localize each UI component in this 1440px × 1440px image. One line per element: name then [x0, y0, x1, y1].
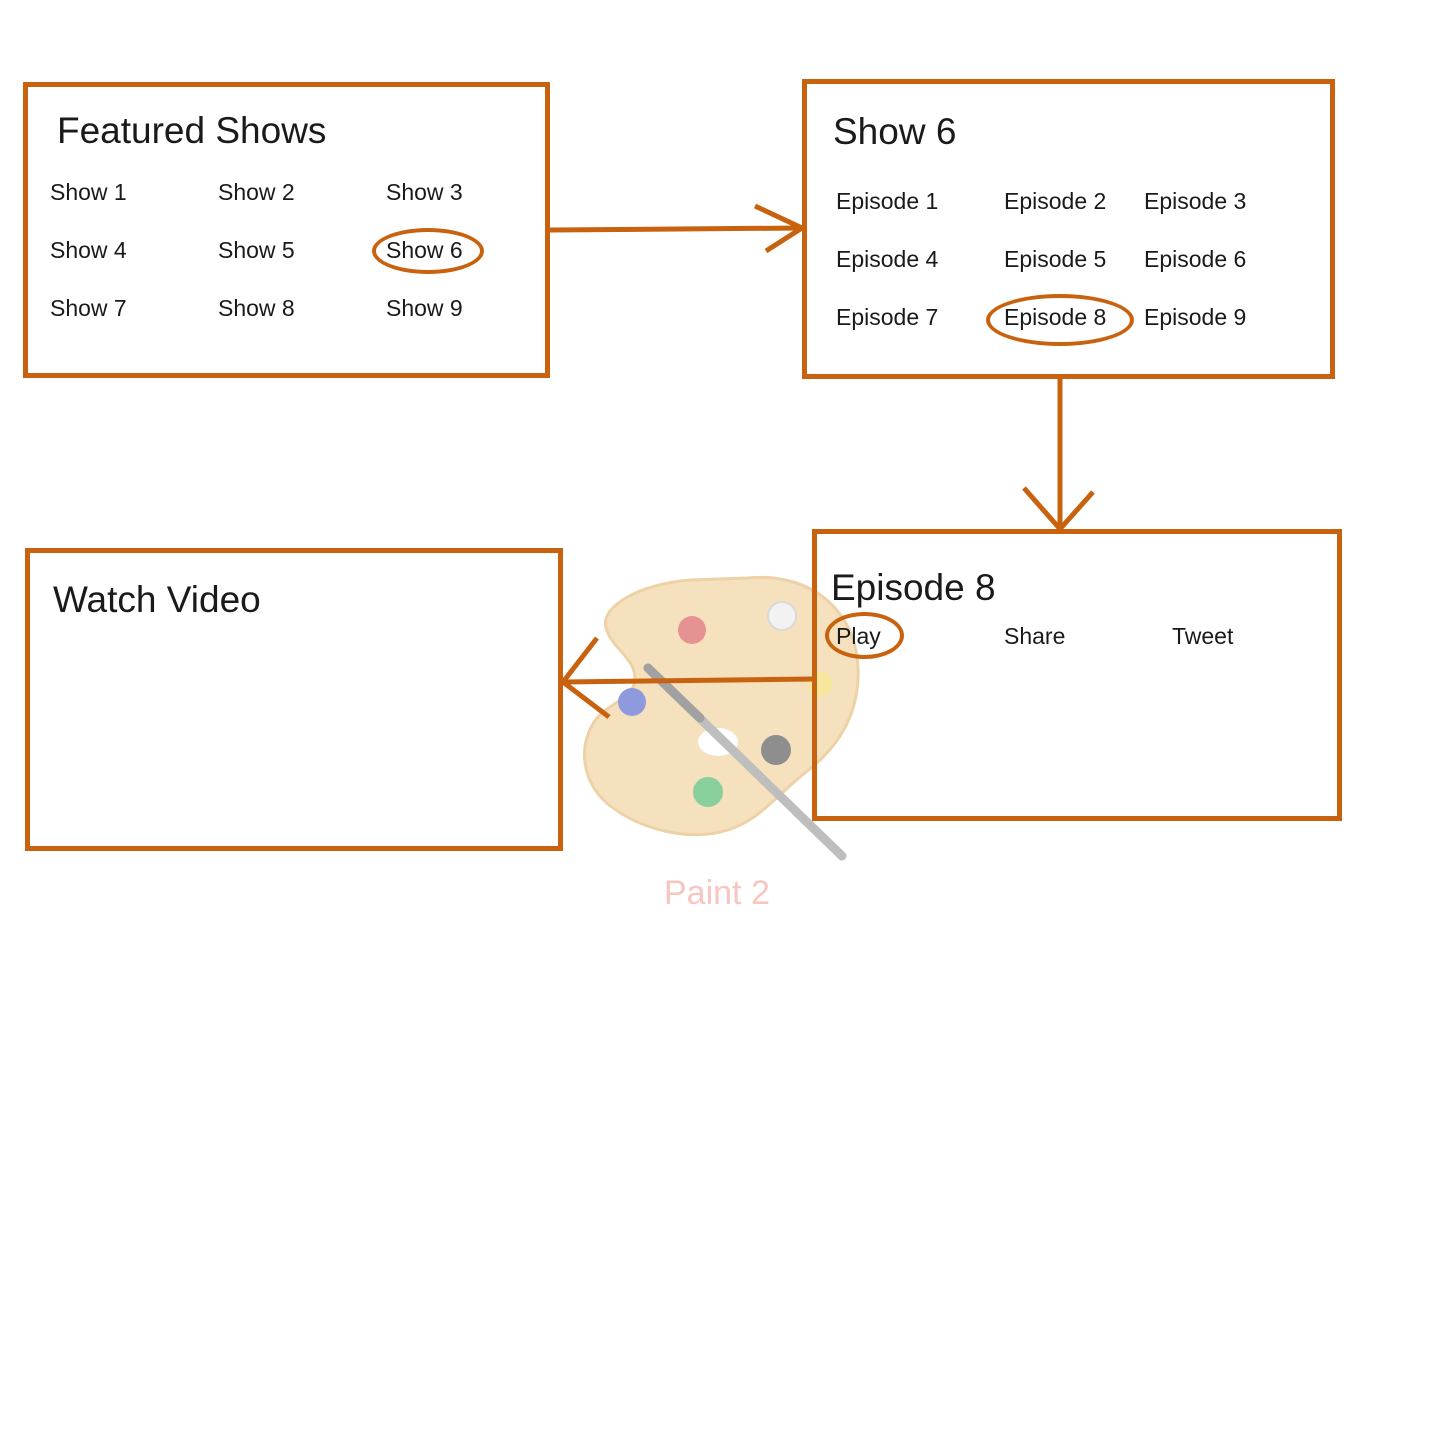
- watermark-label: Paint 2: [664, 874, 770, 912]
- episode-item[interactable]: Episode 6: [1144, 246, 1247, 272]
- episode-item[interactable]: Episode 2: [1004, 188, 1107, 214]
- episode-item[interactable]: Episode 5: [1004, 246, 1107, 272]
- show-item[interactable]: Show 9: [386, 295, 463, 321]
- show-item[interactable]: Show 7: [50, 295, 127, 321]
- paint-palette-icon: [583, 575, 860, 861]
- show-item[interactable]: Show 5: [218, 237, 295, 263]
- selection-circle: [825, 612, 904, 659]
- episode-item[interactable]: Episode 7: [836, 304, 939, 330]
- show-item[interactable]: Show 4: [50, 237, 127, 263]
- episode-item[interactable]: Episode 9: [1144, 304, 1247, 330]
- show-item[interactable]: Show 8: [218, 295, 295, 321]
- selection-circle: [372, 228, 484, 274]
- featured-shows-panel: [23, 82, 550, 378]
- watch-video-title: Watch Video: [53, 579, 261, 620]
- selection-circle: [986, 294, 1134, 346]
- episode-item[interactable]: Episode 4: [836, 246, 939, 272]
- share-button[interactable]: Share: [1004, 623, 1066, 649]
- show-item[interactable]: Show 1: [50, 179, 127, 205]
- featured-shows-title: Featured Shows: [57, 110, 327, 151]
- tweet-button[interactable]: Tweet: [1172, 623, 1234, 649]
- show-item[interactable]: Show 3: [386, 179, 463, 205]
- episode-item[interactable]: Episode 1: [836, 188, 939, 214]
- episode-item[interactable]: Episode 3: [1144, 188, 1247, 214]
- episode-detail-title: Episode 8: [831, 567, 996, 608]
- show-detail-title: Show 6: [833, 111, 957, 152]
- show-item[interactable]: Show 2: [218, 179, 295, 205]
